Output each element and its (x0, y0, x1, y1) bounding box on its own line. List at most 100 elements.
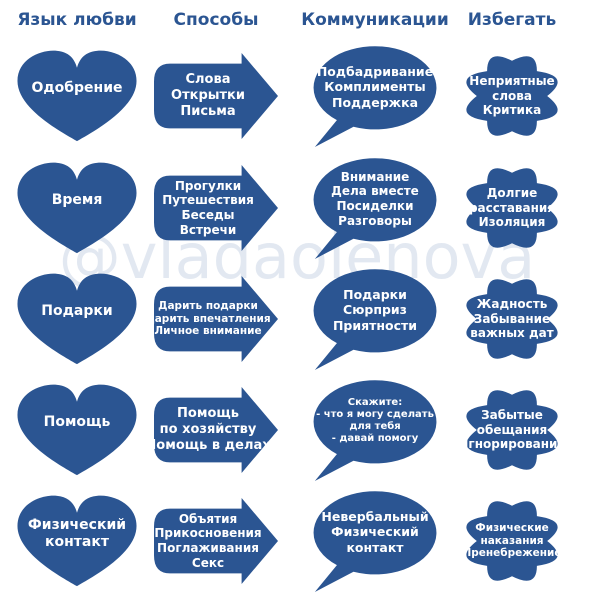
arrow-icon (154, 387, 278, 473)
text-line: Беседы (181, 208, 235, 222)
text-line: Личное внимание (154, 325, 262, 338)
heart-text: Подарки (15, 276, 139, 348)
heart-shape-row-2: Время (15, 161, 139, 255)
text-line: важных дат (470, 326, 554, 341)
arrow-icon (154, 498, 278, 584)
text-line: Помощь (43, 414, 111, 431)
text-line: Жадность (476, 297, 548, 312)
text-line: Прикосновения (154, 526, 262, 541)
bubble-icon (313, 380, 437, 481)
heart-text: Помощь (15, 387, 139, 459)
text-line: Встречи (179, 222, 237, 237)
heart-text: Время (15, 165, 139, 237)
text-line: Пренебрежение (462, 547, 562, 560)
text-line: Помощь в делах (145, 437, 271, 453)
text-line: Помощь (177, 406, 239, 422)
column-header-1: Язык любви (17, 10, 137, 30)
text-line: Забывание (473, 311, 551, 326)
heart-icon (17, 273, 137, 365)
text-line: по хозяйству (159, 422, 257, 438)
text-line: Физический (27, 516, 127, 533)
text-line: Скажите: (347, 396, 403, 408)
text-line: Открытки (171, 88, 245, 104)
heart-icon (17, 162, 137, 254)
text-line: Физические (475, 521, 549, 534)
text-line: Объятия (178, 511, 238, 526)
heart-shape-row-1: Одобрение (15, 49, 139, 143)
text-line: Разговоры (338, 213, 412, 228)
text-line: Поглаживания (157, 541, 259, 555)
text-line: контакт (346, 539, 404, 555)
bubble-icon (313, 46, 437, 147)
text-line: Внимание (340, 169, 410, 184)
text-line: Дела вместе (331, 184, 419, 199)
text-line: Физический (331, 524, 419, 540)
flower-icon (466, 56, 558, 136)
arrow-icon (154, 165, 278, 251)
text-line: для тебя (349, 421, 401, 432)
text-line: Забытые (481, 408, 543, 423)
text-line: Посиделки (336, 199, 414, 213)
text-line: Слова (185, 72, 231, 88)
text-line: Игнорирование (458, 437, 566, 452)
text-line: Путешествия (162, 193, 254, 208)
text-line: Поддержка (331, 94, 419, 110)
bubble-icon (313, 491, 437, 592)
text-line: контакт (45, 534, 109, 550)
text-line: Комплименты (324, 79, 426, 95)
heart-shape-row-3: Подарки (15, 272, 139, 366)
text-line: Приятности (332, 317, 418, 333)
text-line: наказания (480, 534, 544, 547)
text-line: Письма (180, 103, 236, 119)
text-line: Неприятные (469, 74, 555, 89)
text-line: расставания (468, 200, 556, 215)
arrow-icon (154, 276, 278, 362)
text-line: Подбадривание (316, 64, 434, 80)
heart-shape-row-4: Помощь (15, 383, 139, 477)
text-line: Время (51, 192, 103, 209)
flower-icon (466, 501, 558, 581)
flower-icon (466, 279, 558, 359)
heart-icon (17, 384, 137, 476)
bubble-icon (313, 158, 437, 259)
text-line: обещания (476, 422, 548, 437)
heart-icon (17, 50, 137, 142)
text-line: Секс (191, 555, 225, 570)
text-line: - давай помогу (331, 433, 419, 445)
column-header-3: Коммуникации (301, 10, 449, 30)
text-line: Дарить подарки (158, 299, 258, 312)
text-line: Прогулки (174, 178, 242, 193)
text-line: Изоляция (478, 215, 546, 230)
arrow-icon (154, 53, 278, 139)
text-line: - что я могу сделать (316, 408, 434, 420)
text-line: Дарить впечатления (145, 312, 271, 325)
text-line: Сюрприз (343, 302, 407, 318)
text-line: Подарки (41, 303, 113, 320)
